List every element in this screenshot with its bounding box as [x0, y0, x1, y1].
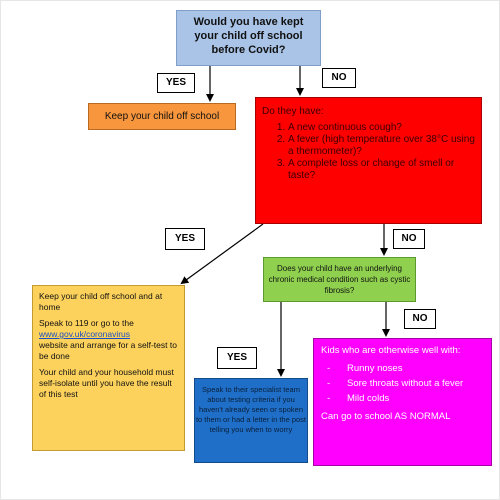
yes-label-1: YES [157, 73, 195, 93]
self-isolate-instruction-2: Speak to 119 or go to the www.gov.uk/cor… [39, 318, 178, 362]
question-kept-off-before-covid: Would you have kept your child off schoo… [176, 10, 321, 66]
symptoms-box: Do they have: A new continuous cough? A … [255, 97, 482, 224]
question-line-1: Would you have kept [193, 16, 304, 28]
school-as-normal-box: Kids who are otherwise well with: Runny … [313, 338, 492, 466]
gov-coronavirus-link[interactable]: www.gov.uk/coronavirus [39, 329, 131, 339]
mild-symptom-item: Mild colds [327, 393, 484, 405]
no-label-2: NO [393, 229, 425, 249]
underlying-condition-question: Does your child have an underlying chron… [263, 257, 416, 302]
normal-outro: Can go to school AS NORMAL [321, 411, 451, 422]
self-isolate-instruction-3: Your child and your household must self-… [39, 367, 174, 399]
self-isolate-test-text: website and arrange for a self-test to b… [39, 340, 177, 361]
self-isolate-box: Keep your child off school and at home S… [32, 285, 185, 451]
yes-label-2: YES [165, 228, 205, 250]
symptom-item: A new continuous cough? [288, 122, 475, 134]
symptoms-list: A new continuous cough? A fever (high te… [262, 122, 475, 182]
self-isolate-instruction-1: Keep your child off school and at home [39, 291, 163, 312]
specialist-team-box: Speak to their specialist team about tes… [194, 378, 308, 463]
no-label-1: NO [322, 68, 356, 88]
symptom-item: A fever (high temperature over 38°C usin… [288, 134, 475, 158]
question-line-3: before Covid? [211, 44, 286, 56]
self-isolate-call-text: Speak to 119 or go to the [39, 318, 134, 328]
mild-symptom-item: Sore throats without a fever [327, 378, 484, 390]
symptoms-heading: Do they have: [262, 106, 324, 117]
mild-symptom-item: Runny noses [327, 363, 484, 375]
arrow-yes-isolate [180, 223, 264, 285]
mild-symptoms-list: Runny noses Sore throats without a fever… [321, 363, 484, 405]
no-label-3: NO [404, 309, 436, 329]
keep-off-school-box: Keep your child off school [88, 103, 236, 130]
question-line-2: your child off school [194, 30, 303, 42]
symptom-item: A complete loss or change of smell or ta… [288, 158, 475, 182]
normal-intro: Kids who are otherwise well with: [321, 345, 461, 356]
yes-label-3: YES [217, 347, 257, 369]
